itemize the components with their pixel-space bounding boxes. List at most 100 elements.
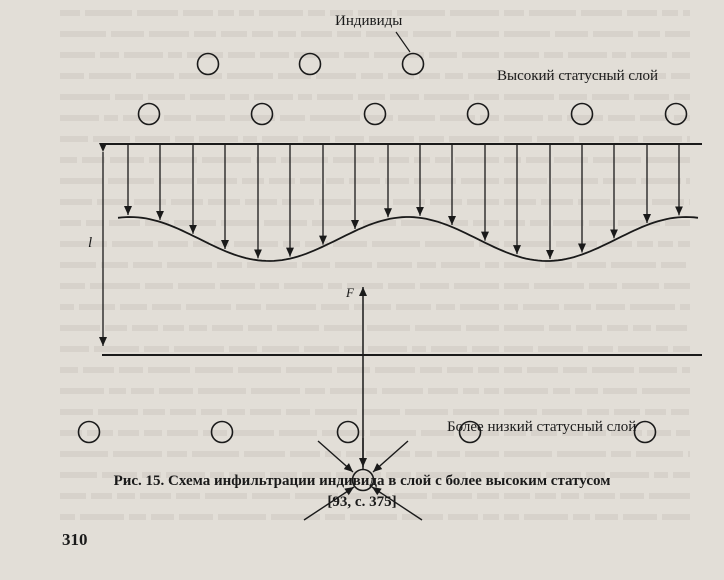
- bleed-text-line: [239, 10, 254, 16]
- individual-circle: [196, 52, 220, 76]
- bleed-text-line: [101, 262, 128, 268]
- bleed-text-line: [683, 10, 690, 16]
- bleed-text-line: [245, 199, 277, 205]
- bleed-text-line: [431, 346, 467, 352]
- bleed-text-line: [504, 136, 532, 142]
- bleed-text-line: [414, 157, 430, 163]
- bleed-text-line: [612, 52, 626, 58]
- individual-circle: [401, 52, 425, 76]
- bleed-text-line: [286, 409, 310, 415]
- bleed-text-line: [504, 325, 544, 331]
- converging-arrow: [303, 486, 355, 521]
- bleed-text-line: [178, 283, 215, 289]
- bleed-text-line: [203, 430, 227, 436]
- bleed-text-line: [193, 241, 209, 247]
- bleed-text-line: [618, 220, 660, 226]
- bleed-text-line: [322, 430, 365, 436]
- bleed-text-line: [504, 283, 529, 289]
- figure-caption-line1: Рис. 15. Схема инфильтрации индивида в с…: [113, 473, 611, 489]
- bleed-text-line: [554, 157, 588, 163]
- bleed-text-line: [382, 388, 423, 394]
- bleed-text-line: [465, 451, 499, 457]
- bleed-text-line: [278, 31, 296, 37]
- bleed-text-line: [484, 388, 499, 394]
- bleed-text-line: [60, 157, 77, 163]
- bleed-text-line: [243, 136, 257, 142]
- bleed-text-line: [140, 493, 171, 499]
- individual-circle: [363, 102, 387, 126]
- bleed-text-line: [603, 178, 636, 184]
- bleed-text-line: [159, 178, 192, 184]
- bleed-text-line: [198, 388, 246, 394]
- bleed-text-line: [83, 367, 114, 373]
- bleed-text-line: [262, 136, 298, 142]
- bleed-text-line: [60, 430, 82, 436]
- bleed-text-line: [504, 367, 522, 373]
- bleed-text-line: [535, 493, 556, 499]
- bleed-text-line: [60, 388, 104, 394]
- bleed-text-line: [504, 409, 537, 415]
- bleed-text-line: [365, 115, 393, 121]
- bleed-text-line: [60, 52, 95, 58]
- bleed-text-line: [390, 94, 419, 100]
- bleed-text-line: [428, 388, 458, 394]
- bleed-text-line: [589, 283, 617, 289]
- bleed-text-line: [562, 430, 583, 436]
- bleed-text-line: [504, 52, 539, 58]
- bleed-text-line: [623, 514, 657, 520]
- bleed-text-line: [60, 493, 86, 499]
- bleed-text-line: [337, 367, 370, 373]
- bleed-text-line: [366, 31, 408, 37]
- bleed-text-line: [544, 52, 563, 58]
- bleed-text-line: [555, 31, 588, 37]
- bleed-text-line: [362, 409, 400, 415]
- bleed-text-line: [531, 430, 557, 436]
- bleed-text-line: [113, 451, 162, 457]
- bleed-text-line: [79, 304, 115, 310]
- bleed-text-line: [504, 199, 536, 205]
- bleed-text-line: [419, 73, 440, 79]
- bleed-text-line: [80, 514, 124, 520]
- bleed-text-line: [577, 262, 606, 268]
- bleed-text-line: [587, 409, 609, 415]
- bleed-text-line: [588, 430, 606, 436]
- bleed-text-line: [368, 346, 407, 352]
- bleed-text-line: [143, 409, 165, 415]
- bleed-text-line: [305, 241, 328, 247]
- bleed-text-line: [132, 325, 158, 331]
- bleed-text-line: [473, 220, 499, 226]
- bleed-text-line: [592, 94, 629, 100]
- bleed-text-line: [649, 493, 690, 499]
- bleed-text-line: [295, 493, 338, 499]
- bleed-text-line: [529, 10, 576, 16]
- bleed-text-line: [578, 199, 610, 205]
- bleed-text-line: [270, 472, 297, 478]
- bleed-text-line: [483, 514, 499, 520]
- bleed-text-line: [397, 10, 445, 16]
- bleed-text-line: [119, 367, 143, 373]
- bleed-text-line: [526, 157, 549, 163]
- bleed-text-line: [393, 199, 425, 205]
- bleed-text-line: [124, 52, 163, 58]
- bleed-text-line: [429, 52, 457, 58]
- bleed-text-line: [179, 514, 213, 520]
- bleed-text-line: [123, 115, 159, 121]
- bleed-text-line: [504, 262, 540, 268]
- lower-status-layer-label: Более низкий статусный слой: [447, 419, 637, 435]
- bleed-text-line: [374, 52, 424, 58]
- bleed-text-line: [321, 304, 349, 310]
- bleed-text-line: [634, 94, 669, 100]
- bleed-text-line: [504, 472, 541, 478]
- bleed-text-line: [159, 388, 193, 394]
- bleed-text-line: [308, 10, 325, 16]
- bleed-text-line: [324, 325, 362, 331]
- bleed-text-line: [335, 262, 372, 268]
- bleed-text-line: [662, 514, 690, 520]
- bleed-text-line: [190, 94, 225, 100]
- bleed-text-line: [290, 451, 320, 457]
- bleed-text-line: [201, 409, 222, 415]
- bleed-text-line: [688, 451, 690, 457]
- bleed-text-line: [420, 367, 442, 373]
- bleed-text-line: [581, 10, 622, 16]
- bleed-text-line: [303, 136, 330, 142]
